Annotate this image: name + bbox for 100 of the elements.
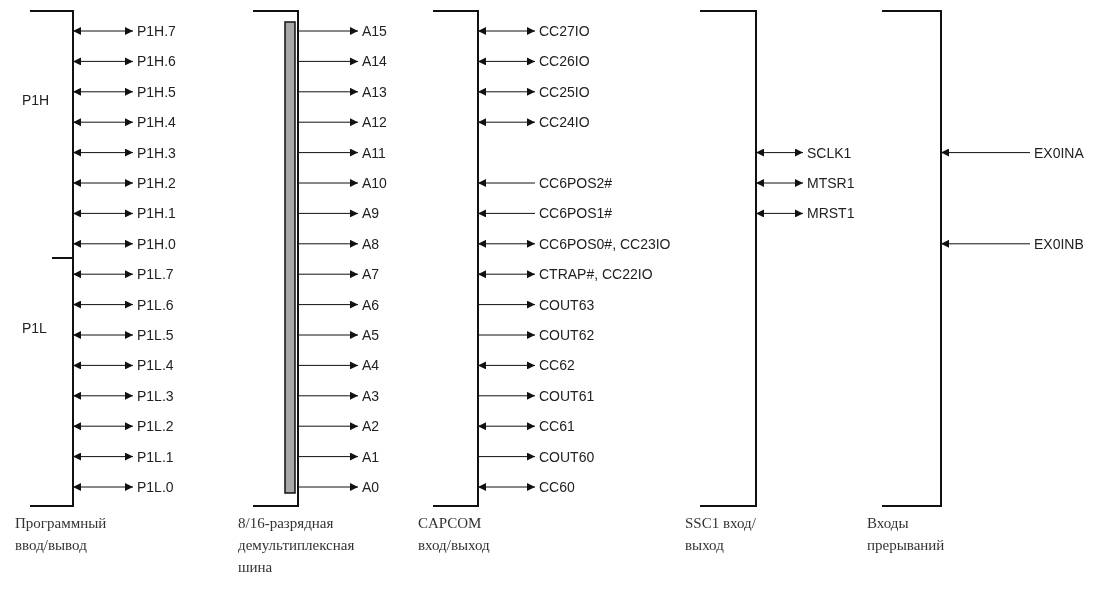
group-label: P1L (22, 320, 47, 336)
arrow (297, 422, 359, 431)
signal-name: MTSR1 (803, 174, 855, 192)
double-arrow (72, 361, 134, 370)
arrow (297, 361, 359, 370)
double-arrow (72, 87, 134, 96)
node-label: SSC1 вход/выход (685, 514, 757, 555)
signal-name: P1L.0 (133, 478, 174, 496)
signal-name: A6 (358, 295, 380, 314)
signal-name: P1H.6 (133, 52, 176, 71)
signal-name: P1H.0 (133, 234, 176, 253)
arrow (297, 391, 359, 400)
signal-name: P1H.4 (133, 113, 176, 132)
signal-name: A11 (358, 143, 386, 162)
signal-name: SCLK1 (803, 143, 852, 162)
arrow (297, 452, 359, 461)
double-arrow (72, 300, 134, 309)
arrow (297, 270, 359, 279)
bracket (882, 10, 942, 507)
signal-name: P1L.1 (133, 447, 174, 466)
double-arrow (477, 483, 536, 491)
signal-name: COUT63 (535, 295, 595, 314)
signal-name: A10 (358, 174, 387, 192)
double-arrow (755, 209, 804, 218)
signal-name: A15 (358, 22, 387, 40)
signal-name: A0 (358, 478, 380, 496)
bracket (700, 10, 757, 507)
arrow (297, 27, 359, 35)
signal-name: A12 (358, 113, 387, 132)
double-arrow (72, 118, 134, 127)
signal-name: P1H.5 (133, 82, 176, 101)
signal-name: CC24IO (535, 113, 590, 132)
signal-name: P1H.7 (133, 22, 176, 40)
arrow (477, 391, 536, 400)
signal-name: COUT60 (535, 447, 595, 466)
double-arrow (477, 57, 536, 66)
signal-name: A14 (358, 52, 387, 71)
node-label: CAPCOM вход/выход (418, 514, 491, 555)
signal-name: P1L.7 (133, 265, 174, 284)
signal-name: A13 (358, 82, 387, 101)
double-arrow (477, 361, 536, 370)
arrow (297, 239, 359, 248)
double-arrow (72, 179, 134, 187)
double-arrow (755, 179, 804, 187)
bracket (433, 10, 479, 507)
arrow (297, 331, 359, 339)
double-arrow (477, 87, 536, 96)
signal-name: P1H.1 (133, 204, 176, 223)
signal-name: A7 (358, 265, 380, 284)
arrow (477, 179, 536, 187)
signal-name: CC62 (535, 356, 575, 375)
double-arrow (72, 391, 134, 400)
signal-name: CC25IO (535, 82, 590, 101)
signal-name: A1 (358, 447, 380, 466)
signal-name: CC6POS2# (535, 174, 613, 192)
double-arrow (72, 452, 134, 461)
double-arrow (477, 118, 536, 127)
arrow (297, 148, 359, 157)
signal-name: COUT62 (535, 326, 595, 344)
double-arrow (477, 270, 536, 279)
double-arrow (755, 148, 804, 157)
signal-name: A8 (358, 234, 380, 253)
signal-name: CC26IO (535, 52, 590, 71)
signal-name: CC27IO (535, 22, 590, 40)
signal-name: P1L.3 (133, 386, 174, 405)
double-arrow (72, 57, 134, 66)
arrow (297, 483, 359, 491)
arrow (940, 148, 1031, 157)
arrow (477, 331, 536, 339)
signal-name: A4 (358, 356, 380, 375)
arrow (297, 118, 359, 127)
arrow (477, 300, 536, 309)
node-label: 8/16-разрядная демультиплексная шина (238, 514, 356, 577)
arrow (477, 209, 536, 218)
signal-name: P1H.3 (133, 143, 176, 162)
signal-name: CC61 (535, 417, 575, 436)
signal-name: P1L.6 (133, 295, 174, 314)
signal-name: CC6POS0#, CC23IO (535, 234, 671, 253)
signal-name: A9 (358, 204, 380, 223)
node-label: Входы прерываний (867, 514, 946, 555)
double-arrow (72, 148, 134, 157)
double-arrow (72, 422, 134, 431)
double-arrow (72, 270, 134, 279)
arrow (297, 300, 359, 309)
signal-name: CC60 (535, 478, 575, 496)
arrow (297, 209, 359, 218)
double-arrow (477, 239, 536, 248)
double-arrow (477, 27, 536, 35)
signal-name: A2 (358, 417, 380, 436)
signal-name: P1L.5 (133, 326, 174, 344)
signal-name: CTRAP#, CC22IO (535, 265, 653, 284)
signal-name: P1L.4 (133, 356, 174, 375)
signal-name: P1L.2 (133, 417, 174, 436)
signal-name: P1H.2 (133, 174, 176, 192)
double-arrow (72, 209, 134, 218)
signal-name: COUT61 (535, 386, 595, 405)
signal-name: MRST1 (803, 204, 855, 223)
double-arrow (72, 331, 134, 339)
double-arrow (72, 27, 134, 35)
arrow (297, 57, 359, 66)
